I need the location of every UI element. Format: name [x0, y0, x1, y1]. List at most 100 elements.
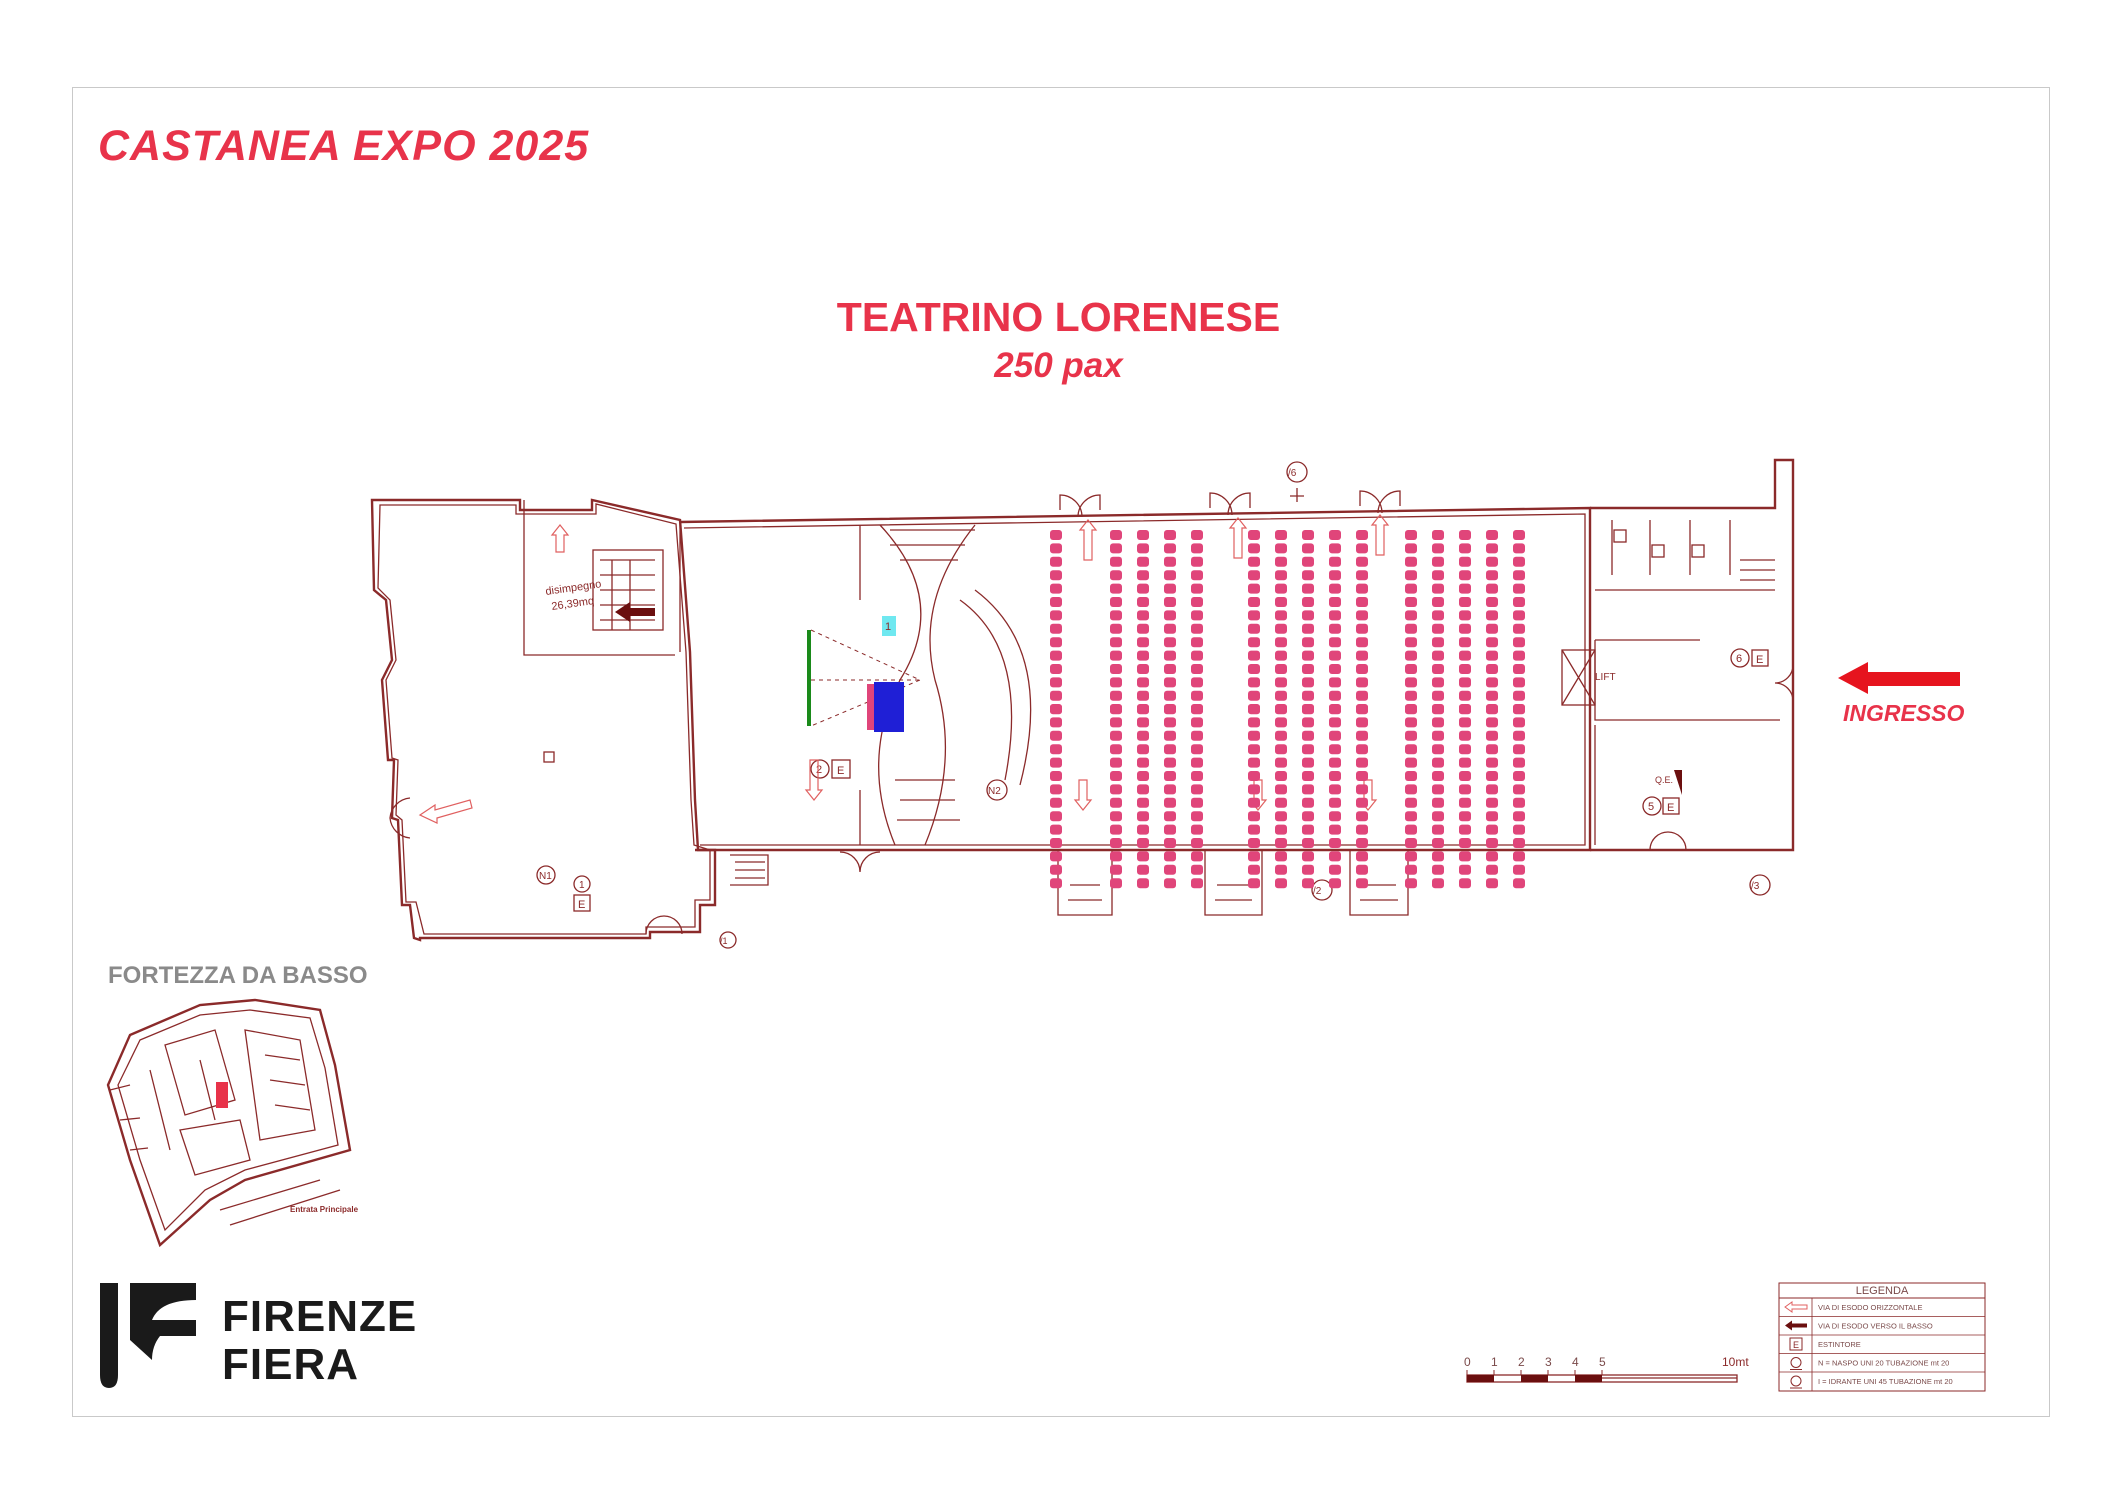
seat [1137, 583, 1149, 594]
seat [1050, 730, 1062, 741]
seat [1050, 864, 1062, 875]
legend-item-label: I = IDRANTE UNI 45 TUBAZIONE mt 20 [1818, 1377, 1953, 1386]
seat [1486, 690, 1498, 701]
legend-item-label: ESTINTORE [1818, 1340, 1861, 1349]
seat [1513, 664, 1525, 674]
seat [1405, 597, 1417, 607]
seat [1275, 878, 1287, 889]
drawing-frame [72, 87, 2050, 1417]
seat [1050, 797, 1062, 808]
seat [1302, 583, 1314, 594]
seat [1191, 556, 1203, 567]
seat [1329, 597, 1341, 607]
seat [1486, 556, 1498, 567]
projection-screen [807, 630, 811, 726]
seat [1405, 784, 1417, 795]
seat [1329, 878, 1341, 889]
seat [1356, 610, 1368, 621]
seat [1405, 717, 1417, 728]
seat [1050, 851, 1062, 862]
extinguisher-icon [573, 894, 591, 912]
seat [1486, 664, 1498, 674]
escape-arrow-icon [1358, 779, 1378, 811]
seat [1302, 664, 1314, 674]
scale-tick-label: 1 [1491, 1355, 1498, 1369]
seat [1164, 650, 1176, 661]
projector-marker-label: 1 [885, 621, 891, 633]
seat [1275, 784, 1287, 795]
seat [1275, 851, 1287, 862]
extinguisher-icon [1751, 649, 1769, 667]
seat [1275, 664, 1287, 674]
seat [1191, 717, 1203, 728]
seat [1191, 637, 1203, 648]
extinguisher-icon [831, 759, 851, 779]
escape-arrow-icon [418, 799, 473, 824]
seat [1191, 570, 1203, 581]
seat [1137, 757, 1149, 768]
seat [1050, 677, 1062, 688]
seat [1329, 811, 1341, 822]
seat [1513, 650, 1525, 661]
seat [1486, 650, 1498, 661]
seat [1110, 838, 1122, 848]
seat [1513, 530, 1525, 540]
seat [1302, 811, 1314, 822]
stage-room: 1 2 E N2 [679, 506, 1592, 886]
seat [1050, 878, 1062, 889]
seat [1110, 771, 1122, 781]
hydrant-marker: /3 [1751, 881, 1760, 892]
seat [1248, 623, 1260, 634]
seat [1432, 784, 1444, 795]
seat [1302, 570, 1314, 581]
seat [1486, 623, 1498, 634]
seat [1302, 704, 1314, 714]
hydrant-icon [986, 779, 1008, 801]
seat [1050, 570, 1062, 581]
hydrant-marker: /2 [1313, 886, 1322, 897]
seat [1275, 811, 1287, 822]
hose-reel-icon [1790, 1357, 1802, 1370]
seat [1513, 824, 1525, 835]
seat [1164, 864, 1176, 875]
speaker-table [867, 684, 874, 730]
seat [1459, 757, 1471, 768]
seat [1110, 664, 1122, 674]
legend-title: LEGENDA [1856, 1285, 1909, 1297]
horizontal-escape-arrow-icon [1784, 1301, 1808, 1313]
seat [1248, 878, 1260, 889]
seat [1405, 570, 1417, 581]
seat [1405, 530, 1417, 540]
seat [1432, 623, 1444, 634]
seat [1329, 623, 1341, 634]
seat [1110, 610, 1122, 621]
seat [1432, 717, 1444, 728]
seat [1459, 570, 1471, 581]
seat [1191, 597, 1203, 607]
seat [1329, 637, 1341, 648]
seat [1164, 637, 1176, 648]
seat [1356, 757, 1368, 768]
seat [1164, 851, 1176, 862]
seat [1191, 851, 1203, 862]
seat [1050, 811, 1062, 822]
seat [1191, 543, 1203, 554]
seat [1050, 543, 1062, 554]
seat [1329, 664, 1341, 674]
brand-name-line2: FIERA [222, 1340, 359, 1389]
seat [1137, 744, 1149, 755]
escape-arrow-icon [1228, 517, 1248, 559]
seat [1191, 824, 1203, 835]
projector-marker [882, 616, 896, 636]
seat [1137, 543, 1149, 554]
seat [1137, 824, 1149, 835]
seat [1329, 543, 1341, 554]
seat [1405, 704, 1417, 714]
seat [1486, 851, 1498, 862]
extinguisher-number: 2 [816, 764, 822, 776]
seat [1110, 677, 1122, 688]
seat [1356, 623, 1368, 634]
seat [1302, 556, 1314, 567]
seat [1329, 851, 1341, 862]
seat [1164, 543, 1176, 554]
